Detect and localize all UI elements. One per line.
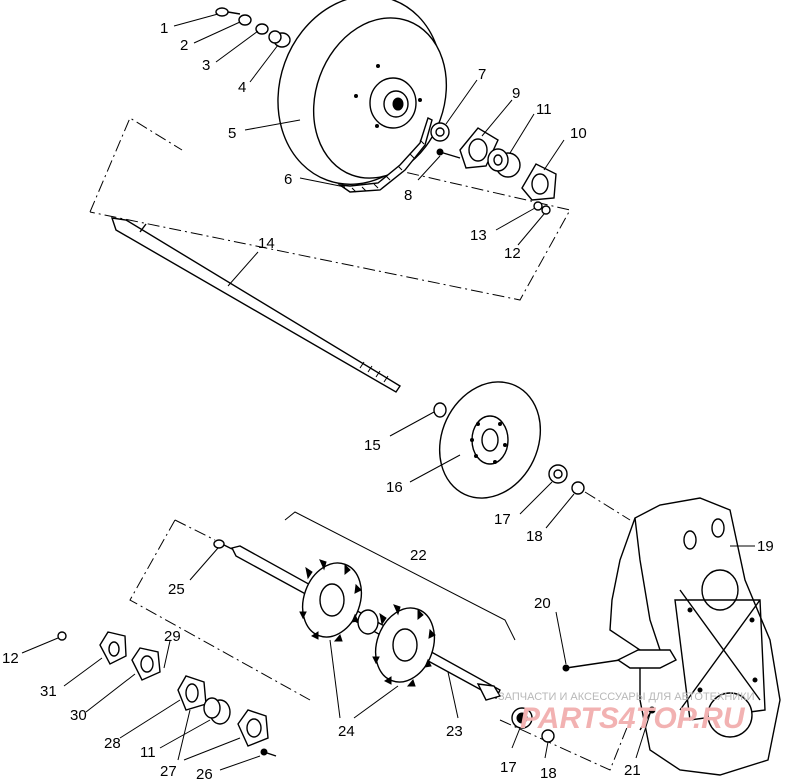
callout-26: 26 <box>196 766 213 782</box>
bolt-part-1 <box>215 7 241 17</box>
washer-7-hole <box>435 127 445 137</box>
callout-19: 19 <box>757 538 774 555</box>
spacer-part-4 <box>268 30 291 48</box>
callout-11-upper: 11 <box>536 101 552 118</box>
upper-to-case-line <box>584 491 631 521</box>
callout-16: 16 <box>386 479 403 496</box>
callout-29: 29 <box>164 628 181 645</box>
plate-part-31 <box>99 631 127 665</box>
chain-part-6 <box>337 117 433 193</box>
plate-part-28 <box>177 675 207 711</box>
nut-part-12-upper <box>541 205 551 215</box>
seal-part-17-upper <box>548 464 568 484</box>
callout-23: 23 <box>446 723 463 740</box>
sprocket-part-5 <box>277 0 448 185</box>
callout-5: 5 <box>228 125 236 142</box>
callout-2: 2 <box>180 37 188 54</box>
callout-14: 14 <box>258 235 275 252</box>
tensioner-bracket <box>616 649 677 669</box>
bolt-part-8 <box>436 148 461 159</box>
bolt-part-26 <box>260 748 277 757</box>
shaft-hub <box>357 609 379 635</box>
bearing-part-11-upper <box>487 148 521 178</box>
callout-18-lower: 18 <box>540 765 557 782</box>
flange-part-27 <box>237 709 269 747</box>
callout-8: 8 <box>404 187 412 204</box>
callout-12-lower: 12 <box>2 650 19 667</box>
callout-12-upper: 12 <box>504 245 521 262</box>
drive-sprocket-part-24-b <box>372 604 436 687</box>
callout-6: 6 <box>284 171 292 188</box>
bolt-part-21 <box>639 706 656 731</box>
callout-20: 20 <box>534 595 551 612</box>
upper-group-boundary <box>89 117 571 301</box>
bolt-part-25 <box>213 539 233 550</box>
oring-part-15 <box>433 402 447 418</box>
washer-part-13 <box>533 201 543 211</box>
callout-9: 9 <box>512 85 520 102</box>
chaincase-part-19 <box>609 497 781 776</box>
washer-part-3 <box>255 23 269 35</box>
callout-15: 15 <box>364 437 381 454</box>
callout-31: 31 <box>40 683 57 700</box>
callout-3: 3 <box>202 57 210 74</box>
plate-part-30 <box>131 647 161 681</box>
callout-25: 25 <box>168 581 185 598</box>
flange-part-10 <box>521 163 557 201</box>
washer-part-7 <box>430 122 450 142</box>
washer-part-2 <box>238 14 252 26</box>
oring-part-18-upper <box>571 481 585 495</box>
callout-4: 4 <box>238 79 246 96</box>
nut-part-12-lower <box>57 631 67 641</box>
callout-17-upper: 17 <box>494 511 511 528</box>
brake-disc-part-16 <box>438 381 542 499</box>
callout-21: 21 <box>624 762 641 779</box>
callout-10: 10 <box>570 125 587 142</box>
bolt-part-20 <box>562 659 621 672</box>
callout-28: 28 <box>104 735 121 752</box>
bearing-part-11-lower <box>203 697 231 725</box>
watermark-logo: PARTS4TOP.RU <box>520 702 746 735</box>
seal-part-17-lower <box>511 707 533 729</box>
callout-13: 13 <box>470 227 487 244</box>
bracket-22 <box>284 511 516 641</box>
shaft-part-14 <box>110 217 401 393</box>
callout-27: 27 <box>160 763 177 780</box>
callout-30: 30 <box>70 707 87 724</box>
callout-7: 7 <box>478 66 486 83</box>
callout-1: 1 <box>160 20 168 37</box>
leader-lines <box>21 13 755 771</box>
callout-22: 22 <box>410 547 427 564</box>
drive-sprocket-part-24-a <box>299 559 363 642</box>
callout-11-lower: 11 <box>140 744 156 761</box>
watermark-tagline: ЗАПЧАСТИ И АКСЕССУАРЫ ДЛЯ АВТОТЕХНИКИ <box>498 691 755 703</box>
lower-group-boundary <box>129 519 631 771</box>
callout-24: 24 <box>338 723 355 740</box>
callout-18-upper: 18 <box>526 528 543 545</box>
callout-17-lower: 17 <box>500 759 517 776</box>
